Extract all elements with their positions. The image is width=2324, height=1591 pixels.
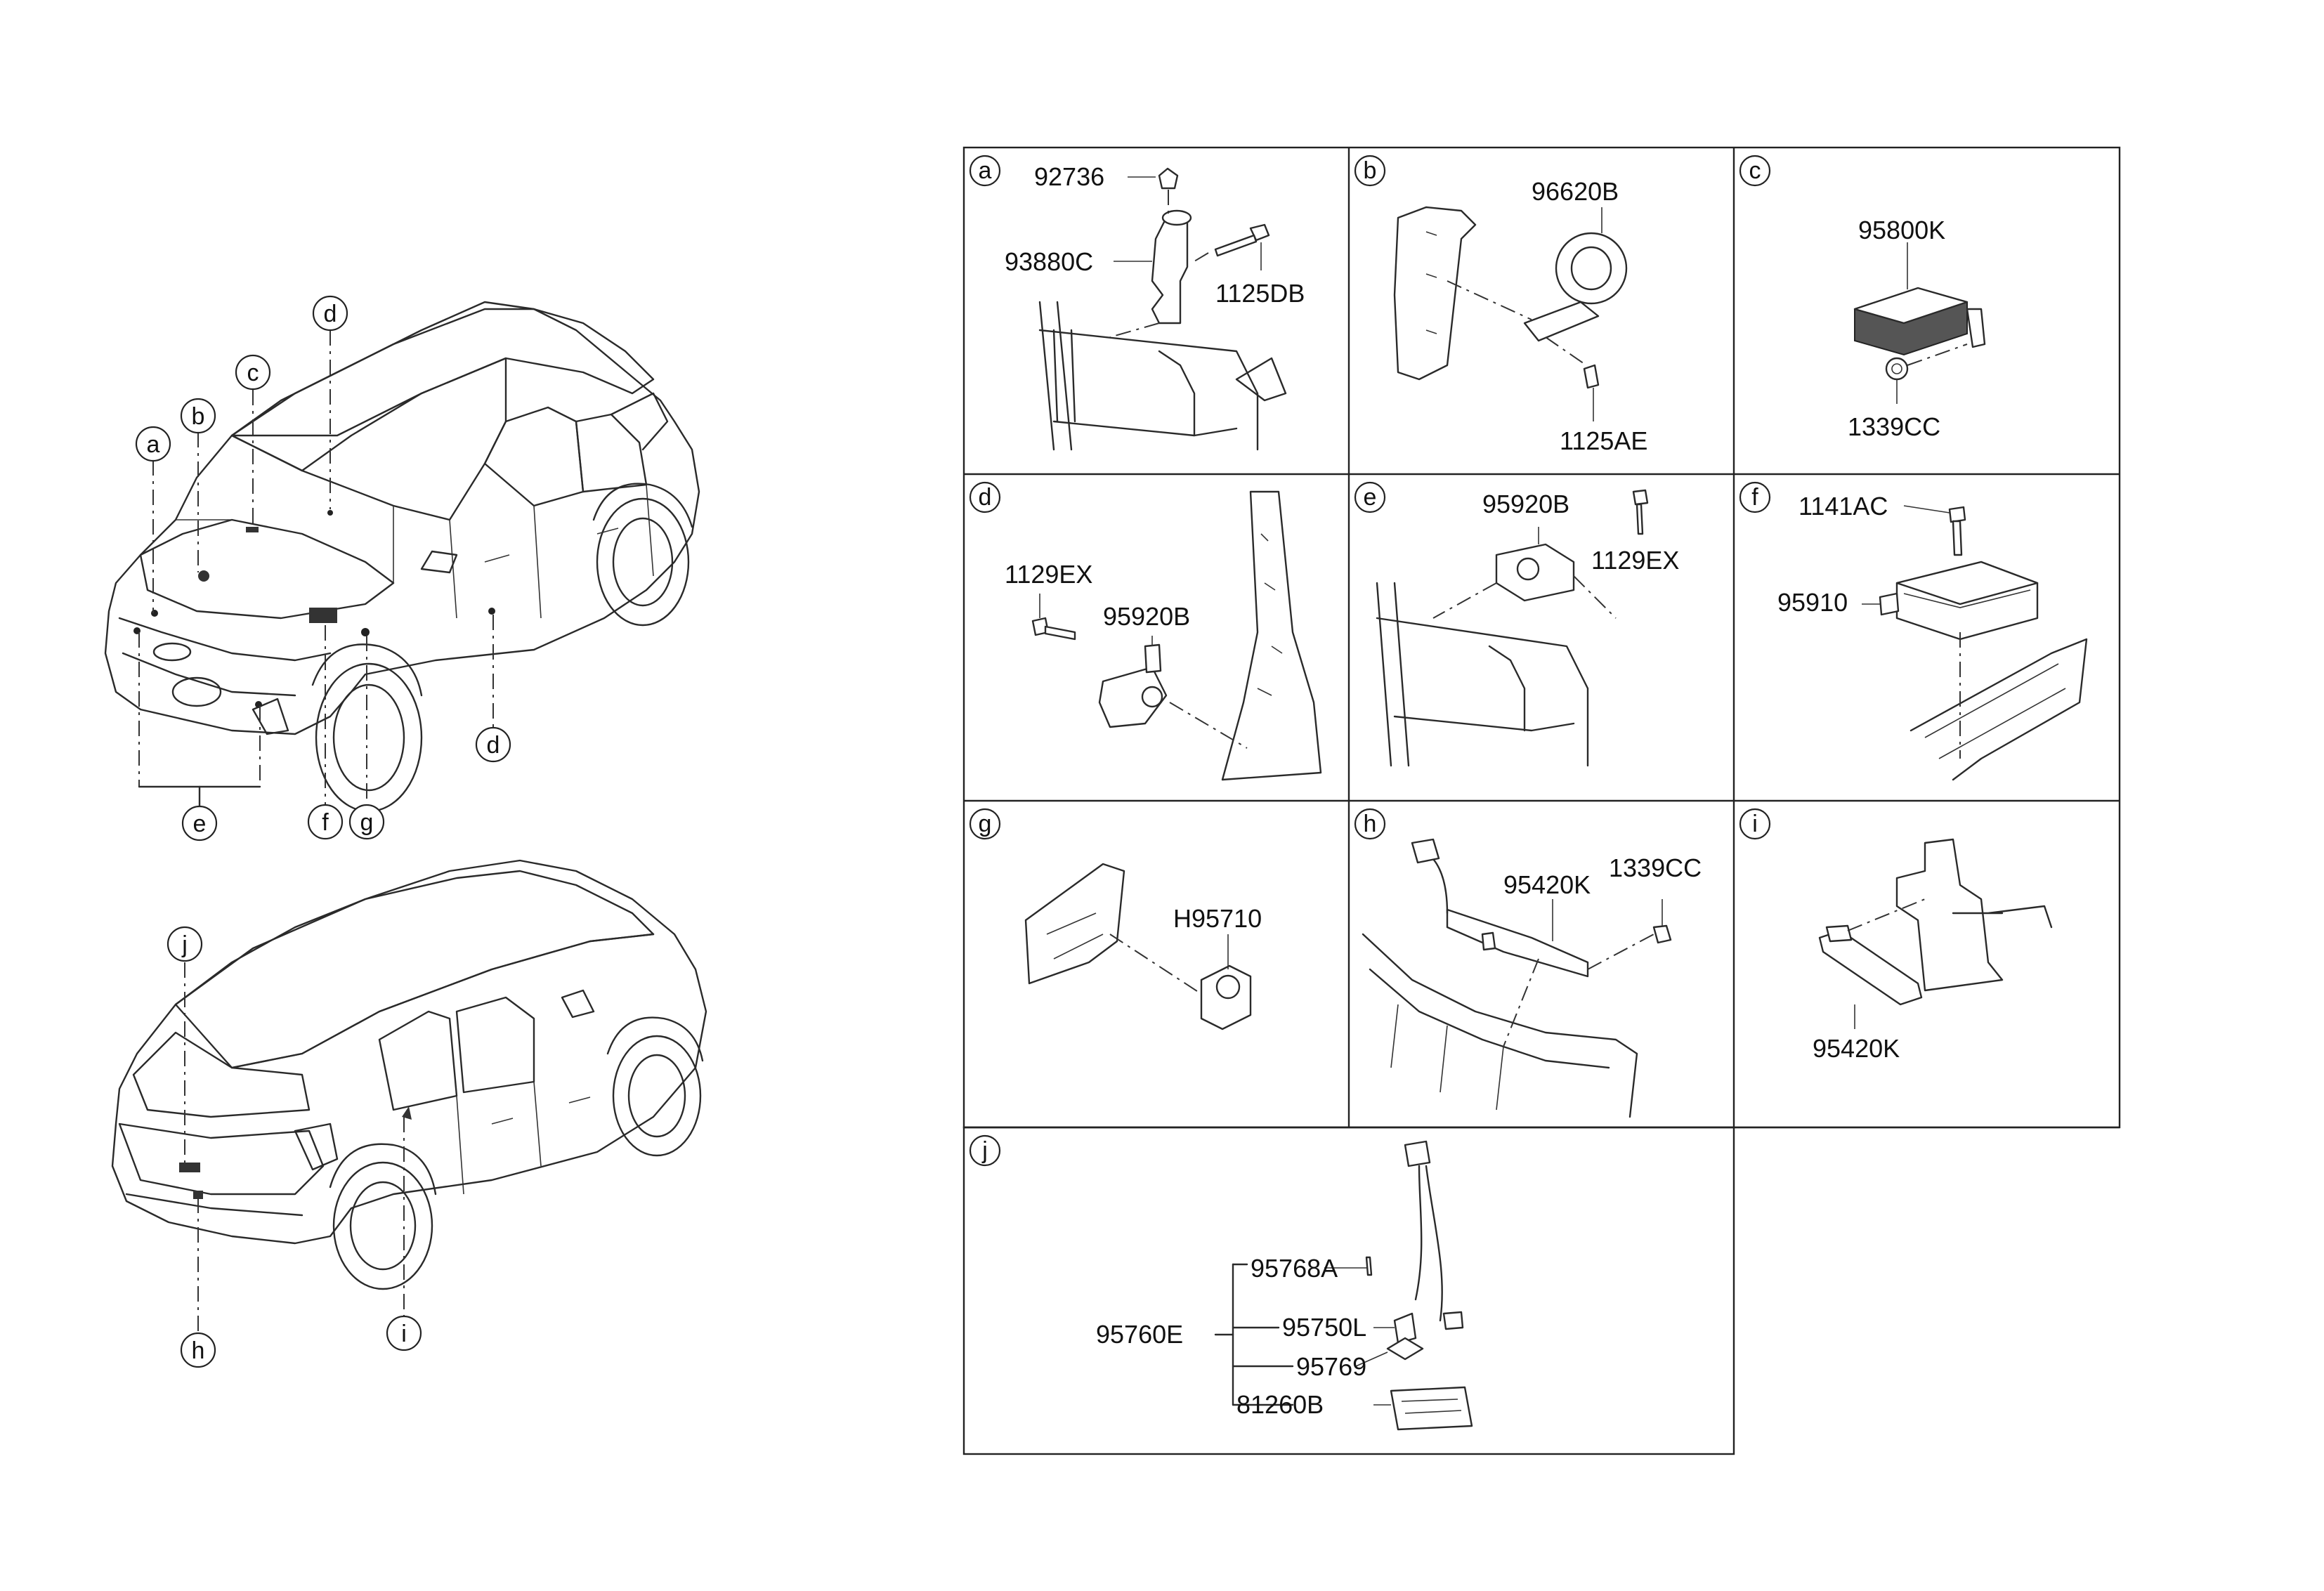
part-label-95760E: 95760E [1096,1320,1183,1349]
svg-text:j: j [981,1137,988,1164]
svg-text:i: i [401,1321,407,1347]
svg-text:c: c [247,360,259,386]
panel-h: 95420K 1339CC [1362,838,1702,1118]
rear-leader-lines [184,962,405,1335]
svg-text:a: a [147,431,160,458]
callout-c: c [235,354,271,391]
panel-j: 95768A 95760E 95750L 95769 81260B [1096,1140,1473,1431]
rear-callouts: j h i [167,926,422,1368]
panel-letter-e: e [1354,481,1386,513]
callout-d-roof: d [312,295,348,332]
panel-letter-d: d [969,481,1001,513]
callout-b: b [180,398,216,434]
svg-text:d: d [979,484,992,511]
part-label-1129EX-e: 1129EX [1591,546,1679,575]
svg-text:h: h [1364,811,1377,837]
part-label-1141AC: 1141AC [1799,492,1888,520]
callout-a: a [135,426,171,462]
part-label-95420K: 95420K [1503,870,1591,899]
part-label-95910: 95910 [1777,588,1848,617]
svg-text:f: f [322,809,329,836]
svg-text:b: b [1364,157,1377,184]
svg-text:f: f [1751,484,1758,511]
svg-text:i: i [1752,811,1758,837]
part-label-95420K-i: 95420K [1813,1034,1900,1063]
panel-g: H95710 [1024,863,1262,1030]
part-label-95768A: 95768A [1251,1254,1338,1283]
panel-letter-i: i [1739,808,1771,840]
part-label-93880C: 93880C [1005,247,1093,276]
panel-c: 95800K 1339CC [1848,216,1986,441]
parts-grid [962,146,2121,1455]
panel-letter-g: g [969,808,1001,840]
callout-f: f [307,804,344,840]
callout-i: i [386,1315,422,1351]
svg-text:a: a [979,157,992,184]
svg-text:d: d [487,732,500,759]
panel-letter-c: c [1739,155,1771,187]
panel-d: 1129EX 95920B [1005,490,1322,781]
panel-i: 95420K [1813,838,2053,1063]
panel-a: 92736 93880C 1125DB [1005,162,1305,451]
panel-b: 96620B 1125AE [1393,177,1647,455]
part-label-92736: 92736 [1034,162,1104,191]
svg-text:c: c [1749,157,1761,184]
panel-letters: a b c d e f g h i j [969,155,1771,1167]
part-label-95750L: 95750L [1282,1313,1366,1342]
part-label-95920B: 95920B [1103,602,1190,631]
svg-text:g: g [979,811,992,837]
svg-text:h: h [192,1337,205,1364]
svg-text:g: g [360,809,374,836]
front-callouts: a b c d d e f g [135,295,511,842]
svg-text:b: b [192,403,205,430]
part-label-96620B: 96620B [1532,177,1619,206]
part-label-1339CC-h: 1339CC [1609,853,1702,882]
panel-letter-h: h [1354,808,1386,840]
part-label-1125DB: 1125DB [1215,279,1305,308]
callout-g: g [348,804,385,840]
callout-d-side: d [475,726,511,763]
rear-vehicle-illustration [111,859,707,1290]
callout-h: h [180,1332,216,1368]
panel-letter-b: b [1354,155,1386,187]
svg-text:e: e [193,811,207,837]
panel-f: 1141AC 95910 [1777,492,2088,781]
part-label-95800K: 95800K [1858,216,1945,244]
part-label-81260B: 81260B [1236,1390,1324,1419]
part-label-H95710: H95710 [1173,904,1262,933]
front-leader-lines [138,330,494,808]
part-label-1125AE: 1125AE [1560,426,1647,455]
panel-letter-f: f [1739,481,1771,513]
part-label-1129EX: 1129EX [1005,560,1092,589]
callout-e: e [181,805,218,842]
panel-e: 95920B 1129EX [1376,489,1679,767]
panel-letter-a: a [969,155,1001,187]
svg-text:e: e [1364,484,1377,511]
panel-letter-j: j [969,1134,1001,1167]
svg-text:d: d [324,301,337,327]
callout-j: j [167,926,203,962]
svg-text:j: j [181,931,188,958]
front-vehicle-illustration [104,301,700,813]
part-label-1339CC: 1339CC [1848,412,1940,441]
part-label-95769: 95769 [1296,1352,1366,1381]
part-label-95920B-e: 95920B [1482,490,1569,518]
